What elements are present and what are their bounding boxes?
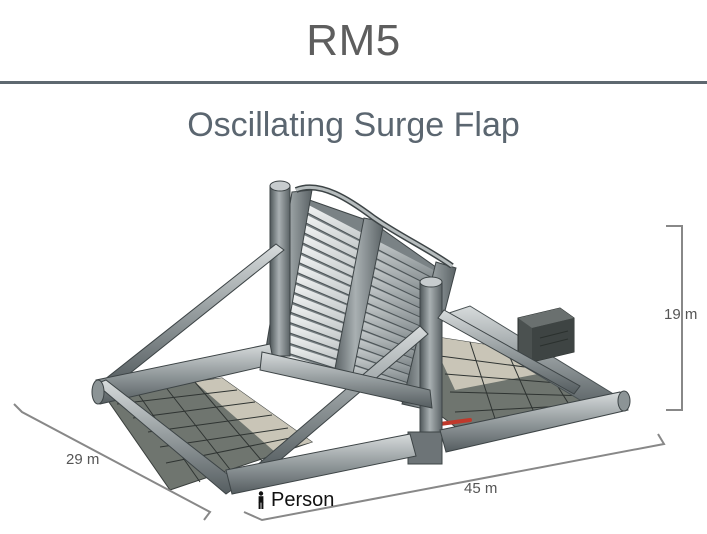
dimension-lines — [13, 225, 683, 522]
length-dimension-label: 45 m — [464, 480, 498, 497]
height-dimension-label: 19 m — [664, 306, 698, 323]
hydraulic-line — [438, 418, 472, 426]
height-dimension-line — [666, 225, 683, 411]
base-frame — [91, 343, 631, 495]
person-icon — [258, 491, 264, 509]
diagonal-struts — [103, 243, 581, 473]
page-subtitle: Oscillating Surge Flap — [187, 106, 520, 144]
person-scale-legend: Person — [257, 488, 334, 512]
person-label: Person — [271, 488, 335, 511]
title-divider — [0, 81, 707, 84]
page-title: RM5 — [306, 16, 401, 65]
power-module — [517, 307, 575, 363]
width-dimension-line — [13, 403, 212, 521]
width-dimension-label: 29 m — [66, 451, 100, 468]
support-posts — [269, 180, 443, 465]
length-dimension-line — [243, 433, 666, 522]
